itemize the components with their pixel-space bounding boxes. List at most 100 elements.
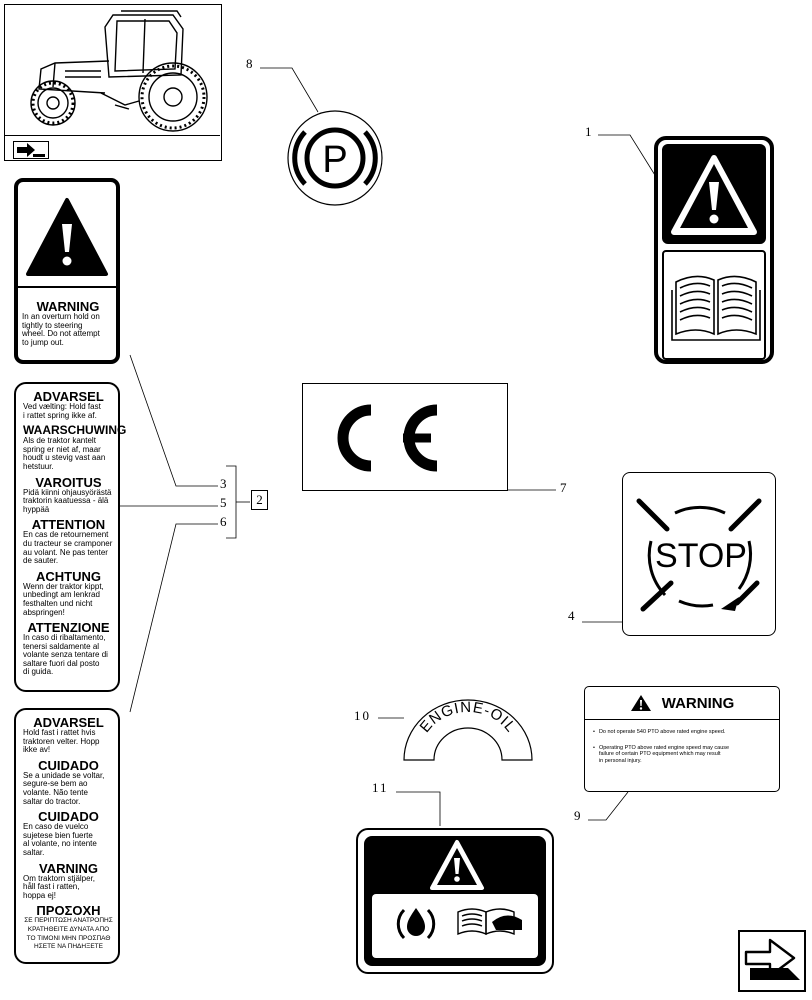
stop-text: STOP: [655, 537, 747, 575]
decal-6-line: Hold fast i rattet hvis: [23, 728, 96, 737]
decal-5-line: spring er niet af, maar: [23, 444, 101, 454]
warning-triangle-icon: [630, 695, 651, 711]
decal-5-line: au volant. Ne pas tenter: [23, 547, 108, 557]
decal-5-line: du tracteur se cramponer: [23, 538, 113, 548]
decal-5-section: VAROITUS Pidä kiinni ohjausyörästä trakt…: [23, 476, 114, 515]
manual-book-icon: [671, 275, 761, 341]
decal-6-line: ΗΣΕΤΕ ΝΑ ΠΗΔΗΞΕΤΕ: [34, 943, 103, 951]
decal-5-line: unbedingt am lenkrad: [23, 590, 100, 600]
decal-5-line: Wenn der traktor kippt,: [23, 581, 104, 591]
decal-3-warning: WARNING In an overturn hold on tightly t…: [14, 178, 120, 364]
decal-6-line: ΤΟ ΤΙΜΟΝΙ ΜΗΝ ΠΡΟΣΠΑΘ: [26, 934, 111, 942]
manual-reading-icon: [457, 908, 522, 936]
decal-6-line: traktoren velter. Hopp: [23, 736, 100, 746]
parking-p-letter: P: [322, 139, 347, 181]
callout-1: 1: [585, 124, 594, 139]
decal-6-section: ΠΡΟΣΟΧΗ ΣΕ ΠΕΡΙΠΤΩΣΗ ΑΝΑΤΡΟΠΗΣ ΚΡΑΤΗΘΕΙΤ…: [23, 904, 114, 951]
next-page-arrow-icon: [744, 938, 800, 980]
decal-6-section: ADVARSEL Hold fast i rattet hvis traktor…: [23, 716, 114, 755]
decal-6-line: En caso de vuelco: [23, 822, 89, 832]
view-arrow-icon: [13, 141, 49, 159]
decal-6-section-title: ΠΡΟΣΟΧΗ: [36, 903, 101, 919]
warning-triangle-icon: [430, 840, 484, 890]
oil-drop-icon: [396, 908, 436, 940]
next-page-button[interactable]: [738, 930, 806, 992]
decal-5-line: di guida.: [23, 667, 54, 677]
decal-10-engine-oil: ENGINE-OIL: [403, 699, 533, 761]
decal-1-read-manual: [654, 136, 774, 364]
decal-5-section: ATTENTION En cas de retournement du trac…: [23, 518, 114, 565]
decal-5-section-title: ATTENZIONE: [27, 620, 110, 636]
decal-6-line: saltar.: [23, 847, 45, 857]
warning-triangle-icon: [671, 155, 757, 235]
decal-9-bullet-2-line: failure of certain PTO equipment which m…: [598, 751, 721, 757]
stop-pto-icon: STOP: [636, 498, 762, 612]
ce-mark: [337, 404, 438, 472]
decal-6-line: håll fast i ratten,: [23, 882, 80, 892]
decal-6-section-title: CUIDADO: [38, 757, 99, 773]
decal-5-section-title: VAROITUS: [35, 474, 102, 490]
decal-6-line: al volante, no intente: [23, 839, 97, 849]
decal-5-section: ADVARSEL Ved vælting: Hold fast i rattet…: [23, 390, 114, 420]
decal-4-stop-pto: STOP: [622, 472, 776, 636]
decal-6-section: CUIDADO Se a unidade se voltar, segure-s…: [23, 759, 114, 806]
decal-3-line: wheel. Do not attempt: [22, 329, 100, 339]
decal-5-line: In caso di ribaltamento,: [23, 633, 106, 643]
decal-9-bullet: • Do not operate 540 PTO above rated eng…: [593, 729, 726, 735]
decal-11-oil-warning: [356, 828, 554, 974]
callout-4: 4: [568, 608, 577, 623]
decal-9-bullet-2-line: Operating PTO above rated engine speed m…: [598, 744, 730, 751]
decal-5-section: ACHTUNG Wenn der traktor kippt, unbeding…: [23, 570, 114, 617]
callout-3: 3: [220, 476, 229, 491]
decal-5-line: i rattet spring ikke af.: [23, 410, 97, 420]
decal-5-section: WAARSCHUWING Als de traktor kantelt spri…: [23, 423, 127, 471]
decal-5-section-title: ADVARSEL: [33, 389, 104, 404]
decal-6-line: volante. Não tente: [23, 787, 88, 797]
decal-6-line: ikke av!: [23, 745, 51, 755]
decal-9-bullet-1: Do not operate 540 PTO above rated engin…: [598, 729, 726, 735]
decal-3-title: WARNING: [36, 299, 100, 314]
decal-5-line: hyppää: [23, 504, 50, 514]
decal-6-section: CUIDADO En caso de vuelco sujetese bien …: [23, 810, 114, 857]
decal-6-line: saltar do tractor.: [23, 796, 81, 806]
callout-8: 8: [246, 56, 255, 71]
decal-6-line: Om traktorn stjälper,: [23, 873, 96, 883]
callout-2-box: 2: [251, 490, 268, 510]
decal-5-section-title: ATTENTION: [31, 517, 106, 533]
decal-9-header: WARNING: [585, 687, 779, 720]
decal-5-line: volante senza tentare di: [23, 650, 108, 660]
callout-5: 5: [220, 495, 229, 510]
decal-9-pto-warning: WARNING • Do not operate 540 PTO above r…: [584, 686, 780, 792]
decal-5-section: ATTENZIONE In caso di ribaltamento, tene…: [23, 621, 114, 677]
decal-7-ce-mark: CE: [302, 383, 508, 491]
decal-6-line: sujetese bien fuerte: [23, 830, 93, 840]
callout-9: 9: [574, 808, 583, 823]
decal-5-line: houdt u stevig vast aan: [23, 453, 106, 463]
decal-5-line: abspringen!: [23, 607, 65, 617]
decal-6-multilingual: ADVARSEL Hold fast i rattet hvis traktor…: [14, 708, 120, 964]
decal-9-bullet-2-line: in personal injury.: [598, 757, 642, 764]
decal-5-section-title: WAARSCHUWING: [23, 423, 127, 438]
decal-5-line: festhalten und nicht: [23, 598, 93, 608]
decal-5-line: saltare fuori dal posto: [23, 658, 100, 668]
warning-triangle-icon: [26, 198, 108, 276]
decal-6-line: Se a unidade se voltar,: [23, 770, 105, 780]
decal-5-line: Pidä kiinni ohjausyörästä: [23, 487, 112, 497]
decal-5-line: En cas de retournement: [23, 530, 109, 540]
decal-6-line: ΚΡΑΤΗΘΕΙΤΕ ΔΥΝΑΤΑ ΑΠΟ: [27, 925, 110, 933]
decal-6-section-title: VARNING: [39, 860, 98, 876]
tractor-thumbnail-frame: [4, 4, 222, 161]
decal-6-section-title: CUIDADO: [38, 809, 99, 825]
decal-5-multilingual: ADVARSEL Ved vælting: Hold fast i rattet…: [14, 382, 127, 692]
decal-8-parking-brake: P: [287, 110, 383, 206]
decal-6-line: ΣΕ ΠΕΡΙΠΤΩΣΗ ΑΝΑΤΡΟΠΗΣ: [24, 917, 113, 925]
decal-3-line: In an overturn hold on: [22, 312, 100, 321]
callout-6: 6: [220, 514, 229, 529]
decal-9-bullet: • Operating PTO above rated engine speed…: [593, 744, 730, 764]
decal-3-line: to jump out.: [22, 337, 64, 347]
decal-5-line: Als de traktor kantelt: [23, 436, 96, 446]
decal-6-line: hoppa ej!: [23, 890, 56, 900]
decal-5-line: hetstuur.: [23, 461, 54, 471]
decal-5-line: traktorin kaatuessa - älä: [23, 496, 109, 506]
tractor-icon: [30, 10, 208, 132]
